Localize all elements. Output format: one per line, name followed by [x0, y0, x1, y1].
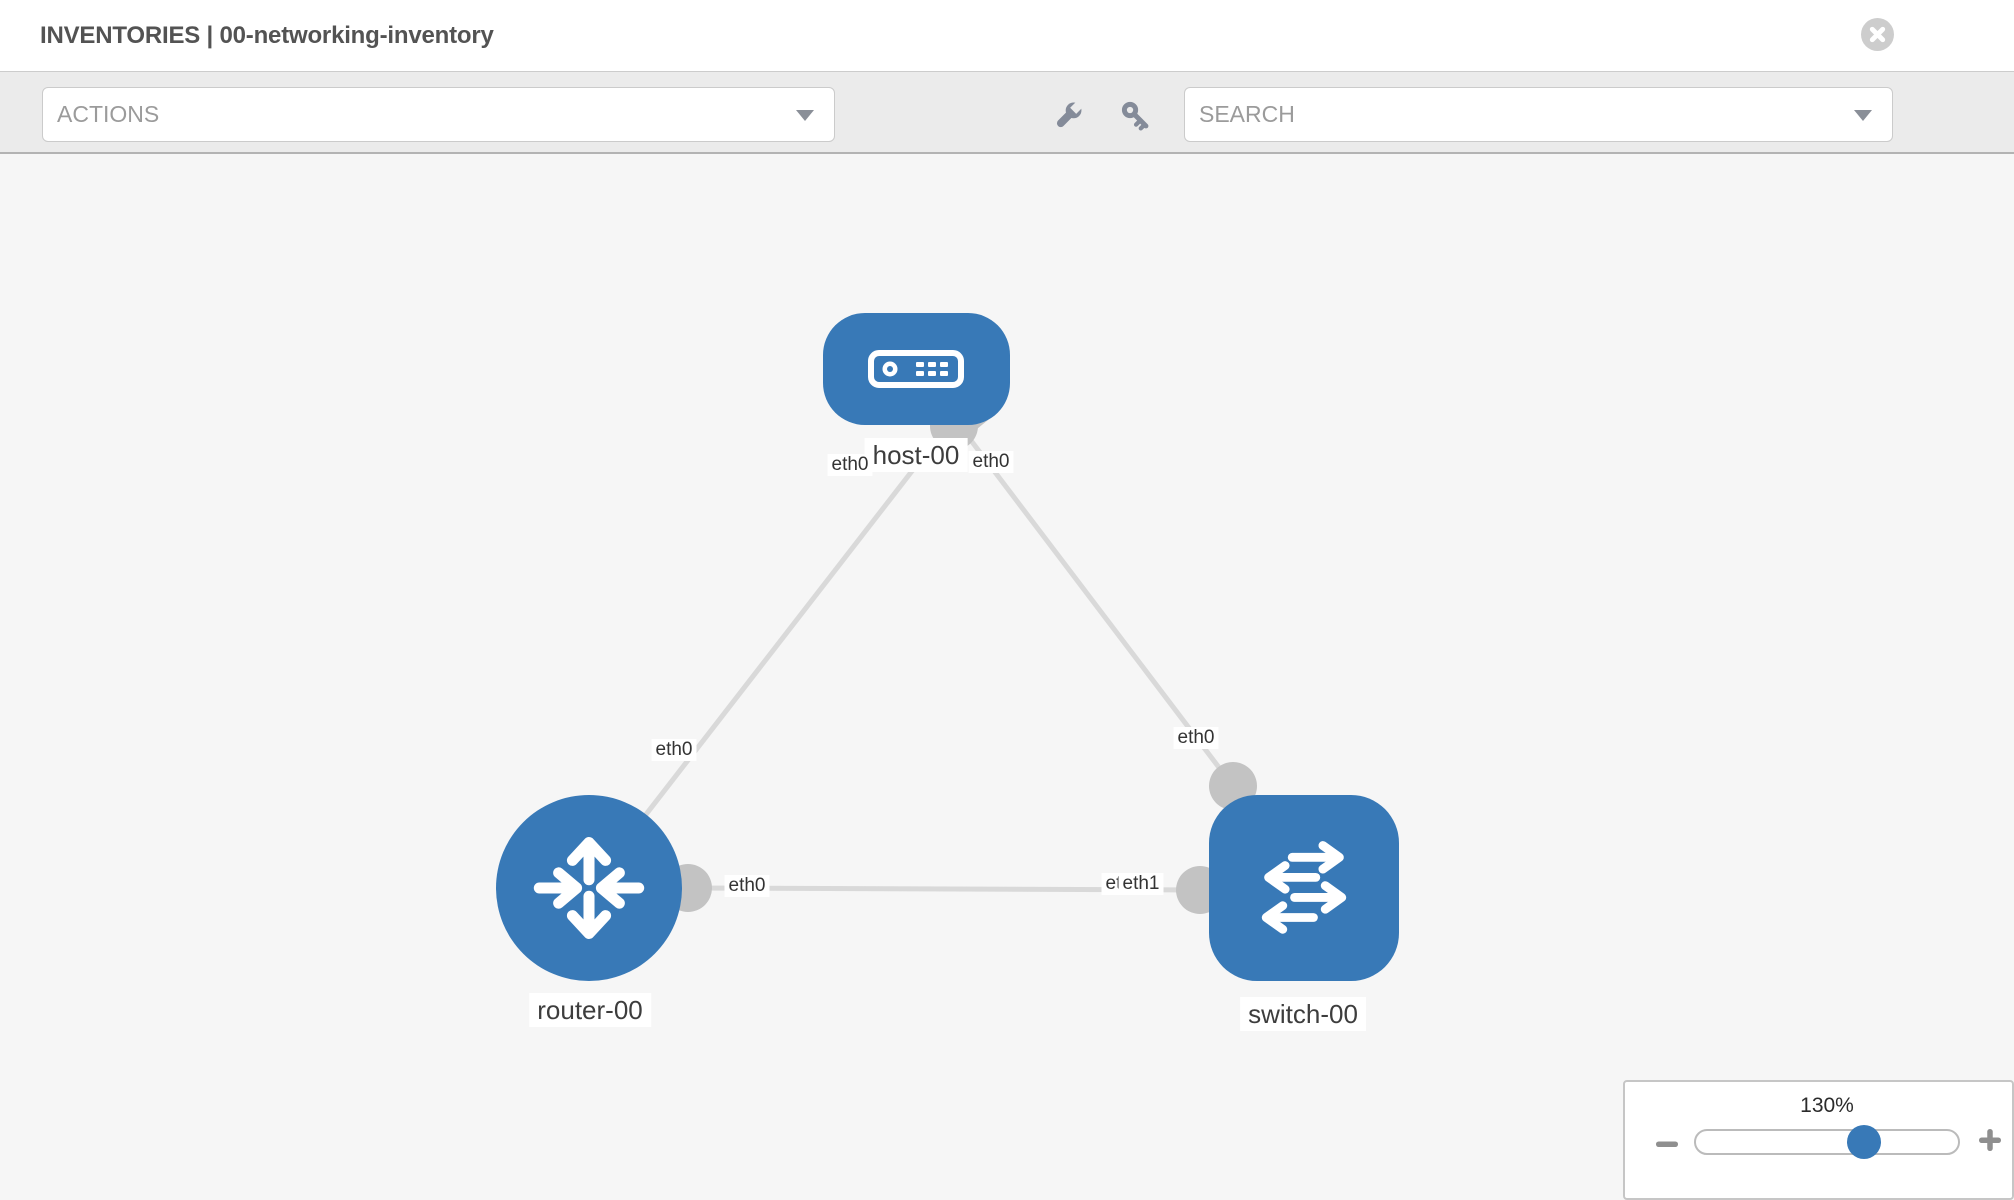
zoom-level-label: 130% — [1800, 1094, 1854, 1117]
search-dropdown[interactable]: SEARCH — [1184, 87, 1893, 142]
zoom-panel: 130% — [1623, 1080, 2014, 1200]
actions-dropdown[interactable]: ACTIONS — [42, 87, 835, 142]
node-label-switch-00: switch-00 — [1240, 997, 1366, 1031]
plus-icon[interactable] — [1976, 1126, 2004, 1159]
interface-label-eth0: eth0 — [724, 875, 770, 897]
topology-links-layer — [587, 402, 1257, 914]
node-switch-00[interactable] — [1209, 795, 1399, 981]
link-host-00-switch-00[interactable] — [958, 424, 1235, 788]
interface-label-eth0: eth0 — [651, 739, 697, 761]
header-bar: INVENTORIES | 00-networking-inventory — [0, 0, 2014, 72]
wrench-icon[interactable] — [1050, 98, 1086, 139]
switch-icon — [1261, 841, 1347, 934]
close-icon — [1869, 26, 1886, 43]
node-label-host-00: host-00 — [864, 438, 968, 472]
zoom-slider-thumb[interactable] — [1847, 1125, 1882, 1159]
link-router-00-host-00[interactable] — [587, 420, 952, 890]
host-icon — [868, 350, 964, 388]
interface-label-eth1: eth1 — [1118, 873, 1164, 895]
chevron-down-icon — [1854, 109, 1872, 121]
close-button[interactable] — [1861, 18, 1894, 51]
topology-canvas[interactable]: 130% host-00 router-00 switch-00 eth0 eth0 et… — [0, 154, 2014, 1200]
page-title: INVENTORIES | 00-networking-inventory — [40, 22, 494, 49]
router-icon — [533, 836, 645, 940]
interface-label-eth0: eth0 — [968, 451, 1014, 473]
interface-label-eth0: eth0 — [827, 454, 873, 476]
actions-dropdown-label: ACTIONS — [57, 101, 160, 127]
search-dropdown-label: SEARCH — [1199, 101, 1295, 127]
zoom-slider-track[interactable] — [1694, 1129, 1960, 1155]
interface-label-eth0: eth0 — [1173, 727, 1219, 749]
toolbar: ACTIONS SEARCH — [0, 72, 2014, 154]
node-label-router-00: router-00 — [529, 993, 651, 1027]
chevron-down-icon — [796, 109, 814, 121]
key-icon[interactable] — [1118, 98, 1154, 139]
minus-icon[interactable] — [1653, 1130, 1681, 1163]
node-host-00[interactable] — [822, 313, 1010, 425]
node-router-00[interactable] — [496, 795, 682, 981]
